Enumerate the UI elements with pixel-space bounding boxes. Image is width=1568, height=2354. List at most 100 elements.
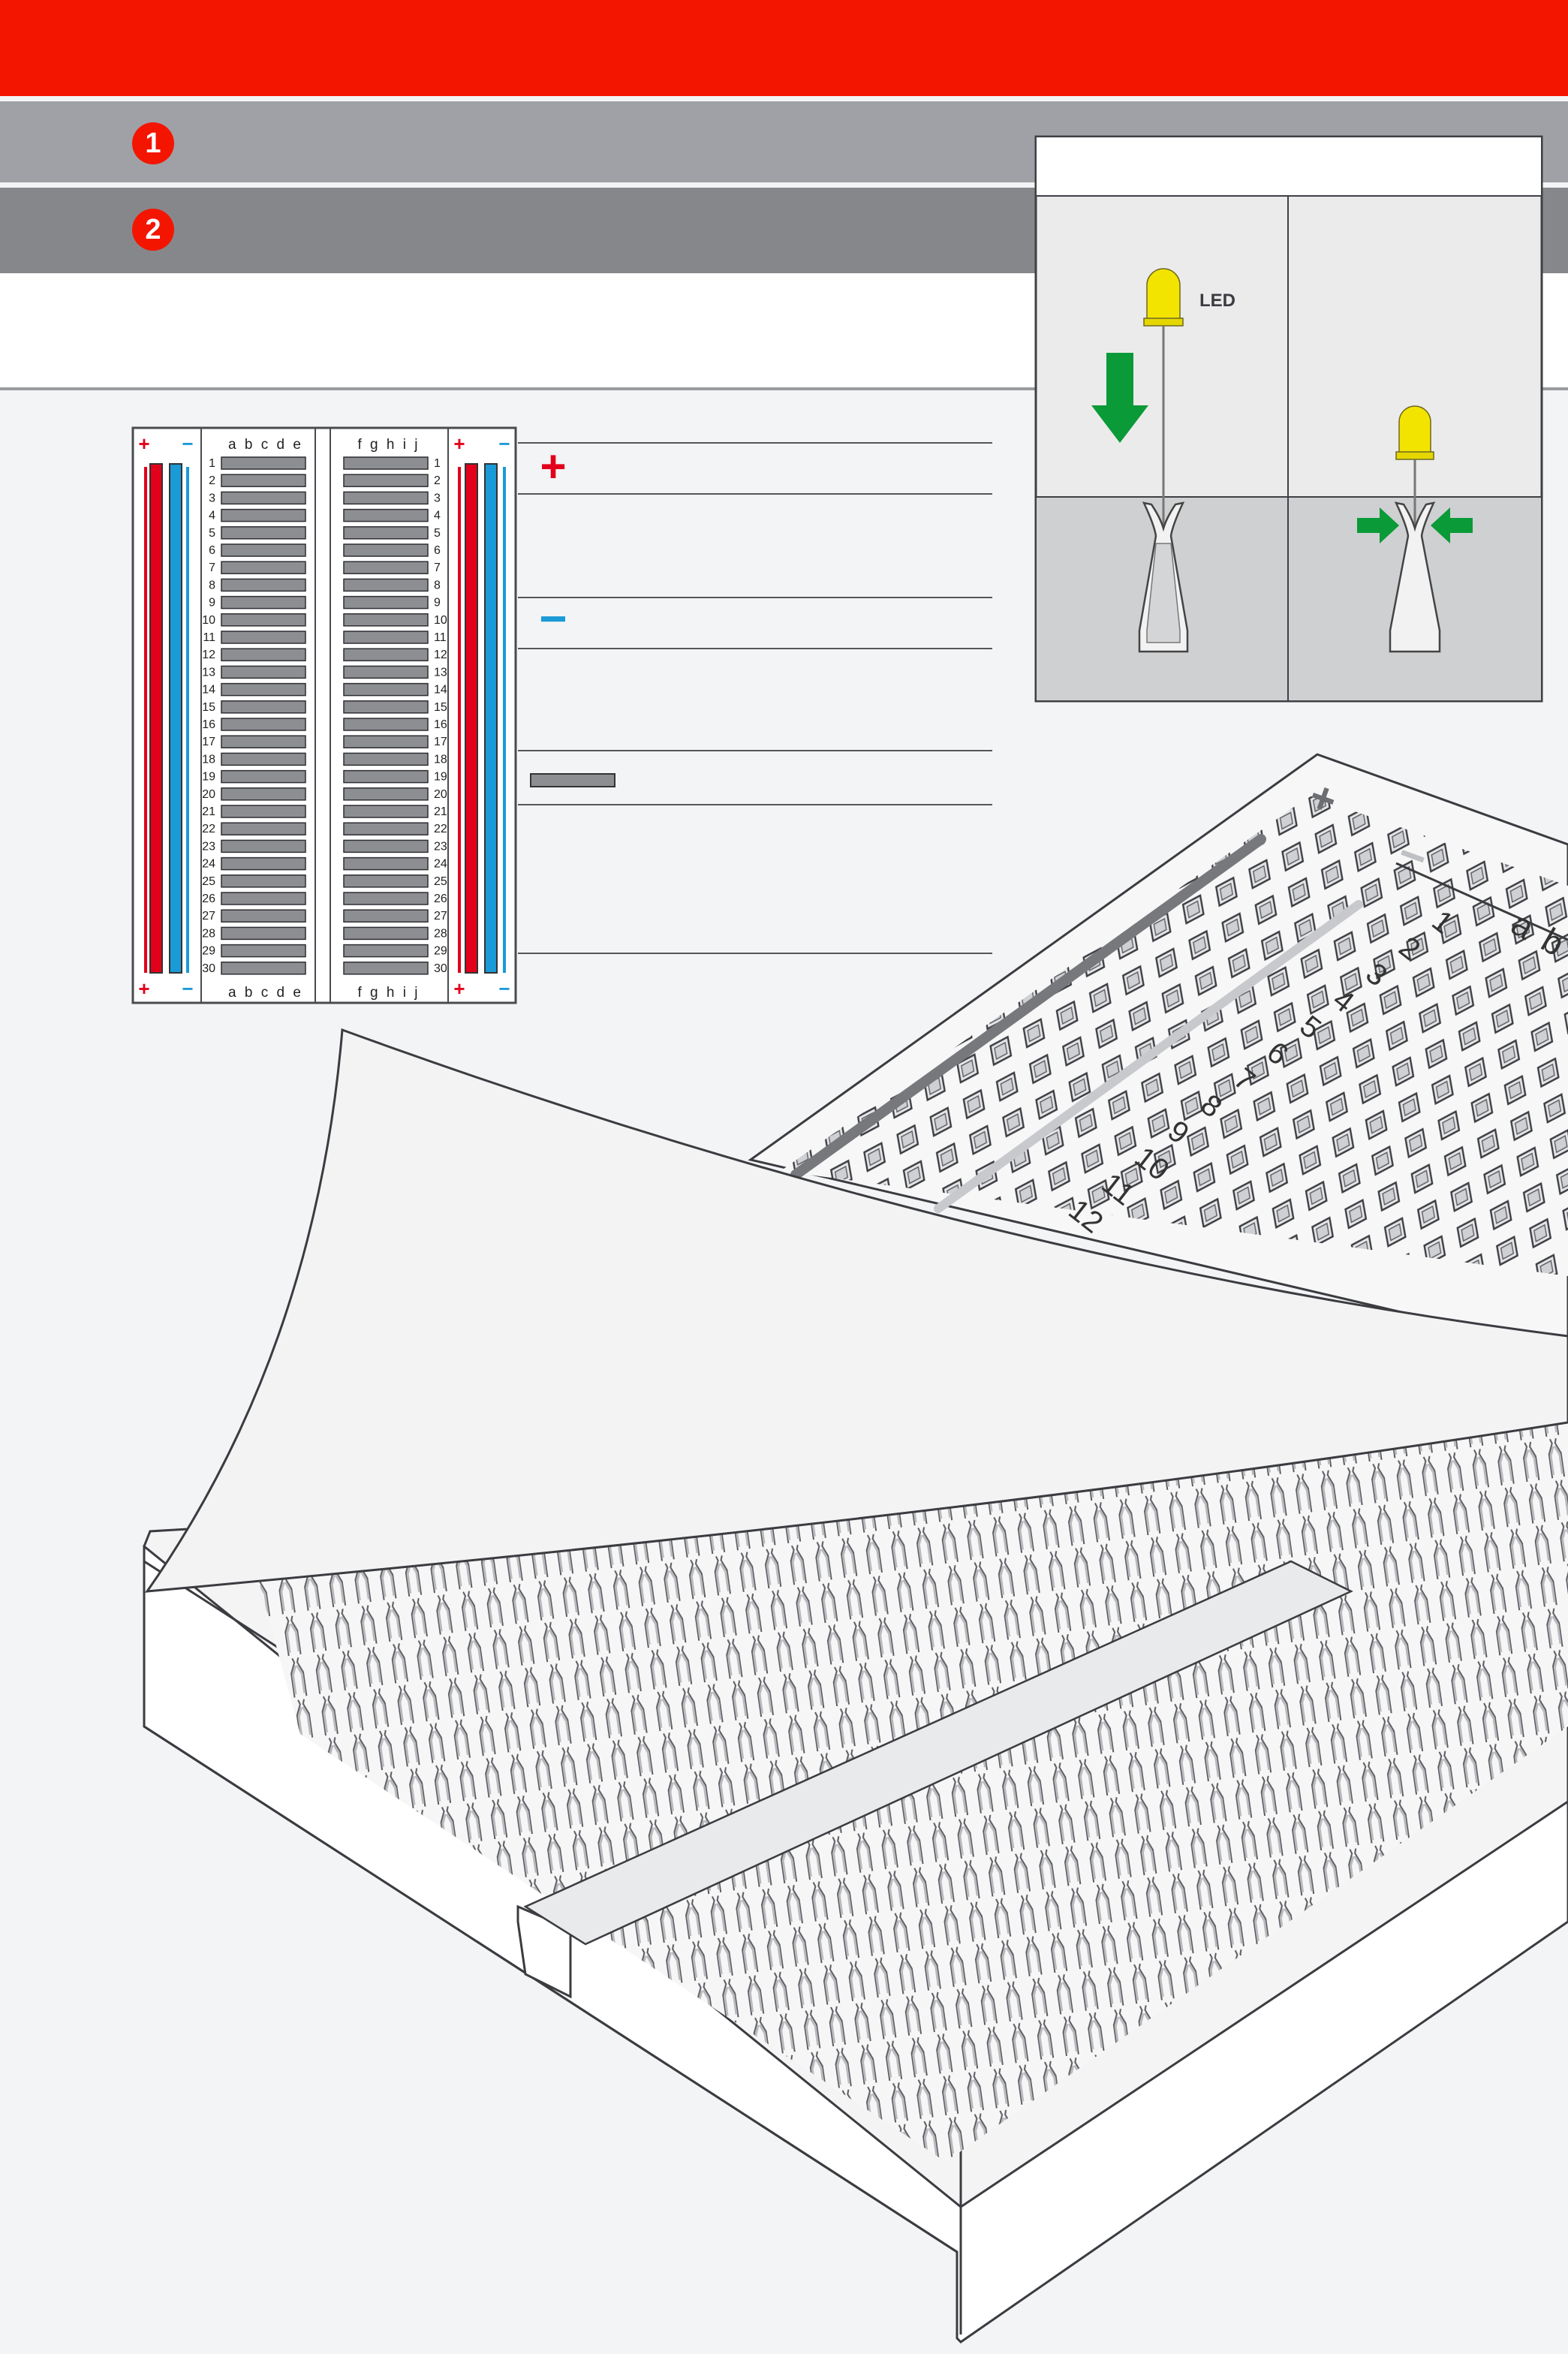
map-row-label-right: 23 [434,840,447,853]
map-strip-left [221,839,306,853]
peeled-sheet [144,1028,1568,1593]
map-strip-right [343,456,429,470]
map-strip-left [221,962,306,975]
map-row-label-left: 6 [209,544,215,557]
map-bottom-left-plus: + [138,977,149,1000]
map-strip-right [343,595,429,610]
map-top-left-columns: a b c d e [228,437,303,453]
map-row-label-left: 12 [202,649,215,661]
map-strip-left [221,874,306,888]
map-row-label-right: 6 [434,544,441,557]
left-minus-rail [169,463,182,974]
legend-strip-swatch [530,773,615,787]
map-strip-left [221,700,306,714]
map-row-label-right: 22 [434,823,447,835]
rail-stripe-dark [790,834,1266,1180]
map-row-label-right: 12 [434,649,447,661]
map-top-right-minus: − [498,432,510,455]
map-row-label-right: 26 [434,893,447,905]
map-strip-right [343,508,429,522]
map-strip-right [343,648,429,661]
insert-down-arrow [1091,353,1148,443]
map-strip-left [221,543,306,557]
map-row-label-left: 21 [202,805,215,818]
map-row-label-left: 10 [202,614,215,627]
map-row-label-left: 26 [202,893,215,905]
map-row-label-left: 23 [202,840,215,853]
map-strip-right [343,526,429,540]
left-plus-rail [149,463,163,974]
map-row-label-left: 29 [202,945,215,958]
map-row-label-right: 5 [434,527,441,540]
top-red-bar [0,0,1568,96]
map-row-label-right: 18 [434,753,447,766]
map-strip-right [343,822,429,835]
squeeze-left-arrow [1431,507,1473,543]
map-strip-right [343,839,429,853]
map-strip-left [221,769,306,784]
map-row-label-right: 4 [434,510,441,522]
map-row-label-right: 1 [434,457,441,470]
map-strip-left [221,561,306,574]
breadboard-map: + − + − + − + − a b c d e f g h i j a b … [131,426,517,1004]
map-strip-right [343,543,429,557]
map-row-label-right: 20 [434,788,447,801]
map-row-label-right: 14 [434,684,447,697]
map-row-label-right: 15 [434,701,447,714]
map-strip-left [221,892,306,905]
map-strip-right [343,874,429,888]
led-label: LED [1199,290,1235,311]
map-strip-right [343,665,429,679]
map-strip-left [221,909,306,923]
map-row-label-left: 5 [209,527,215,540]
map-strip-left [221,491,306,505]
map-row-label-right: 9 [434,597,441,610]
map-top-left-minus: − [182,432,193,455]
map-strip-left [221,718,306,731]
map-row-label-left: 22 [202,823,215,835]
map-strip-right [343,769,429,784]
map-row-label-left: 2 [209,474,215,487]
map-strip-left [221,578,306,592]
led-inset: LED [1034,135,1543,703]
map-strip-left [221,944,306,958]
map-row-label-left: 7 [209,561,215,574]
map-row-label-left: 8 [209,579,215,592]
map-strip-left [221,613,306,627]
map-row-label-right: 10 [434,614,447,627]
map-row-label-left: 24 [202,858,215,871]
legend-plus-symbol: + [540,441,566,492]
map-strip-left [221,682,306,697]
map-strip-left [221,752,306,766]
squeeze-right-arrow [1357,507,1399,543]
map-bottom-right-minus: − [498,977,510,1000]
map-strip-left [221,665,306,679]
map-strip-left [221,474,306,487]
map-row-label-left: 16 [202,718,215,731]
map-row-label-right: 17 [434,736,447,748]
map-strip-right [343,682,429,697]
map-strip-left [221,456,306,470]
map-strip-right [343,944,429,958]
map-row-label-right: 29 [434,945,447,958]
map-top-left-plus: + [138,432,149,455]
map-row-label-left: 25 [202,875,215,888]
map-row-label-right: 30 [434,962,447,975]
map-top-right-columns: f g h i j [358,437,420,453]
map-row-label-right: 8 [434,579,441,592]
map-bottom-left-minus: − [182,977,193,1000]
legend-minus-symbol: − [539,592,567,646]
map-row-label-right: 25 [434,875,447,888]
map-row-label-right: 3 [434,492,441,504]
map-bottom-left-columns: a b c d e [228,985,303,1001]
map-strip-right [343,962,429,975]
map-strip-right [343,787,429,801]
map-row-label-left: 19 [202,771,215,784]
map-bottom-right-columns: f g h i j [358,985,420,1001]
map-top-right-plus: + [453,432,465,455]
map-row-label-left: 14 [202,684,215,697]
map-bottom-right-plus: + [453,977,465,1000]
map-row-label-left: 28 [202,927,215,940]
map-strip-right [343,561,429,574]
map-strip-left [221,631,306,644]
